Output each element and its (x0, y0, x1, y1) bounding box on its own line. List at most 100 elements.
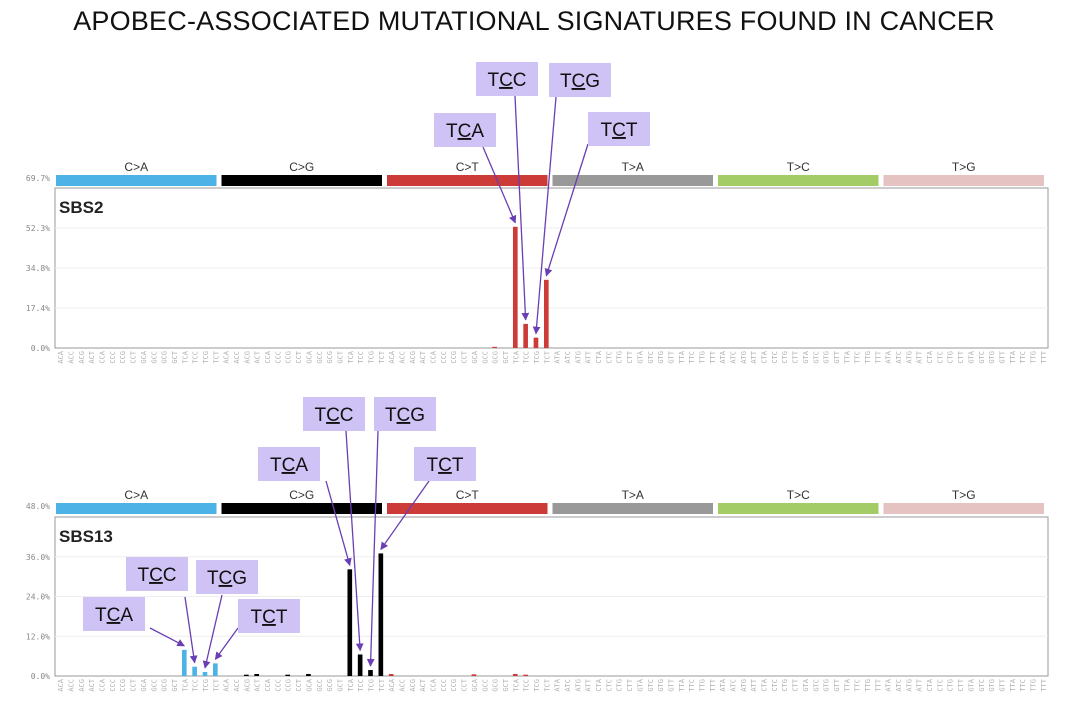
x-context-label: ACA (57, 678, 65, 691)
bar-C>G-TCT (378, 553, 384, 676)
callout-post: C (340, 405, 354, 426)
y-tick-label: 17.4% (26, 304, 50, 313)
x-context-label: TCC (523, 679, 531, 692)
x-context-label: ATA (554, 350, 562, 363)
x-context-label: CCA (430, 350, 438, 363)
callout-mid: C (572, 71, 586, 92)
x-context-label: TCG (533, 679, 541, 692)
callout-label: TCC (487, 70, 526, 91)
y-tick-label: 0.0% (31, 344, 50, 353)
callout-post: A (120, 605, 133, 626)
x-context-label: ACG (78, 351, 86, 364)
x-context-label: GTA (636, 350, 644, 363)
callout-mid: C (149, 565, 163, 586)
x-context-label: ACT (88, 350, 96, 363)
x-context-label: GCC (481, 351, 489, 364)
bar-C>T-ACA (388, 674, 394, 676)
y-tick-label: 48.0% (26, 502, 50, 511)
x-context-label: ATC (730, 679, 738, 692)
x-context-label: ACT (88, 678, 96, 691)
x-context-label: CCC (109, 351, 117, 364)
x-context-label: CTT (792, 678, 800, 691)
x-context-label: GTG (988, 351, 996, 364)
bar-C>G-TCC (357, 654, 363, 676)
x-context-label: CTG (947, 351, 955, 364)
x-context-label: ATG (740, 351, 748, 364)
callout-mid: C (219, 568, 233, 589)
x-context-label: ACC (399, 679, 407, 692)
x-context-label: ATA (885, 350, 893, 363)
x-context-label: ACT (419, 678, 427, 691)
callout-pre: T (427, 455, 439, 476)
x-context-label: TTT (709, 678, 717, 691)
x-context-label: CTA (595, 350, 603, 363)
callout-label: TCT (601, 120, 638, 141)
x-context-label: CCC (109, 679, 117, 692)
x-context-label: ACC (233, 351, 241, 364)
x-context-label: GTC (978, 351, 986, 364)
x-context-label: GCG (492, 351, 500, 364)
x-context-label: CTC (605, 679, 613, 692)
x-context-label: TTC (1019, 679, 1027, 692)
x-context-label: GCG (326, 679, 334, 692)
x-context-label: TTG (1029, 679, 1037, 692)
callout-arrow (380, 480, 430, 551)
x-context-label: CTT (957, 350, 965, 363)
x-context-label: ACT (419, 350, 427, 363)
bar-C>G-ACG (244, 674, 249, 676)
signature-title: SBS2 (59, 198, 103, 217)
type-label: T>G (952, 160, 976, 174)
callout-arrow (366, 430, 379, 667)
type-strip-C>G (221, 503, 382, 514)
x-context-label: CCC (274, 679, 282, 692)
x-context-label: TTA (843, 678, 851, 691)
x-context-label: GTT (998, 350, 1006, 363)
type-label: T>C (787, 488, 810, 502)
x-context-label: TCA (181, 350, 189, 363)
callout-mid: C (397, 405, 411, 426)
x-context-label: TTG (864, 679, 872, 692)
callout-box (83, 597, 145, 631)
x-context-label: TTC (688, 679, 696, 692)
callout-box (258, 447, 320, 481)
x-context-label: TCT (543, 350, 551, 363)
x-context-label: CTA (761, 350, 769, 363)
callout-post: G (410, 405, 425, 426)
bar-C>T-TCT (544, 279, 549, 348)
callout-pre: T (487, 70, 499, 91)
callout-arrow (482, 146, 517, 224)
x-context-label: ATG (905, 351, 913, 364)
x-context-label: TCA (347, 350, 355, 363)
x-context-label: GTT (833, 350, 841, 363)
type-label: C>T (456, 160, 480, 174)
x-context-label: ATC (564, 679, 572, 692)
x-context-label: TCA (512, 678, 520, 691)
bar-C>T-TCA (512, 226, 518, 348)
x-context-label: ACG (243, 679, 251, 692)
x-context-label: TCG (533, 351, 541, 364)
x-context-label: ATC (730, 351, 738, 364)
type-strip-T>A (552, 175, 713, 186)
x-context-label: ACA (388, 350, 396, 363)
type-strip-T>C (718, 175, 879, 186)
callout-box (238, 599, 300, 633)
callout-post: A (471, 121, 484, 142)
x-context-label: CCG (285, 351, 293, 364)
type-strip-C>G (221, 175, 382, 186)
callout-box (549, 63, 611, 97)
callout-mid: C (107, 605, 121, 626)
x-context-label: TTT (1040, 678, 1048, 691)
x-context-label: GCA (471, 678, 479, 691)
x-context-label: GTG (657, 679, 665, 692)
callout-mid: C (612, 120, 626, 141)
y-tick-label: 36.0% (26, 553, 50, 562)
callout-arrow (532, 96, 557, 335)
x-context-label: TCC (192, 679, 200, 692)
y-tick-label: 52.3% (26, 224, 50, 233)
callout-arrow (214, 627, 239, 661)
x-context-label: TCG (367, 679, 375, 692)
callout-box (126, 557, 188, 591)
x-context-label: ACT (254, 350, 262, 363)
